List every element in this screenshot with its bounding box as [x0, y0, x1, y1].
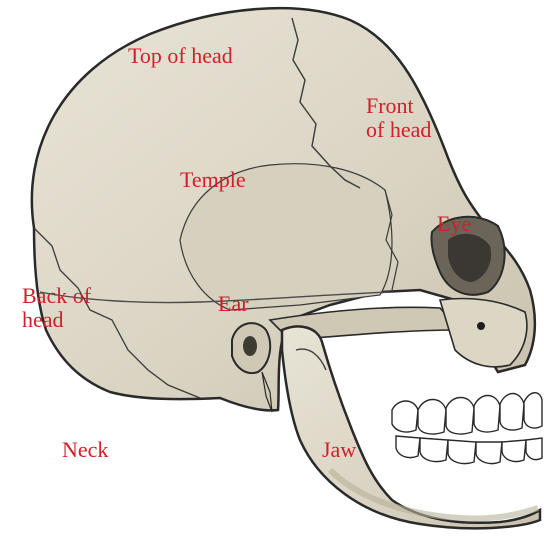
label-top-of-head: Top of head [128, 44, 233, 68]
label-front-of-head: Front of head [366, 94, 456, 142]
label-back-of-head: Back of head [22, 284, 122, 332]
label-ear: Ear [218, 292, 249, 316]
cheek-bone [440, 299, 527, 367]
label-eye: Eye [437, 212, 471, 236]
label-temple: Temple [180, 168, 246, 192]
label-neck: Neck [62, 438, 108, 462]
upper-teeth [392, 393, 542, 434]
label-jaw: Jaw [322, 438, 356, 462]
lower-teeth [396, 436, 542, 464]
infraorbital-foramen [477, 322, 485, 330]
ear-canal [243, 336, 257, 356]
